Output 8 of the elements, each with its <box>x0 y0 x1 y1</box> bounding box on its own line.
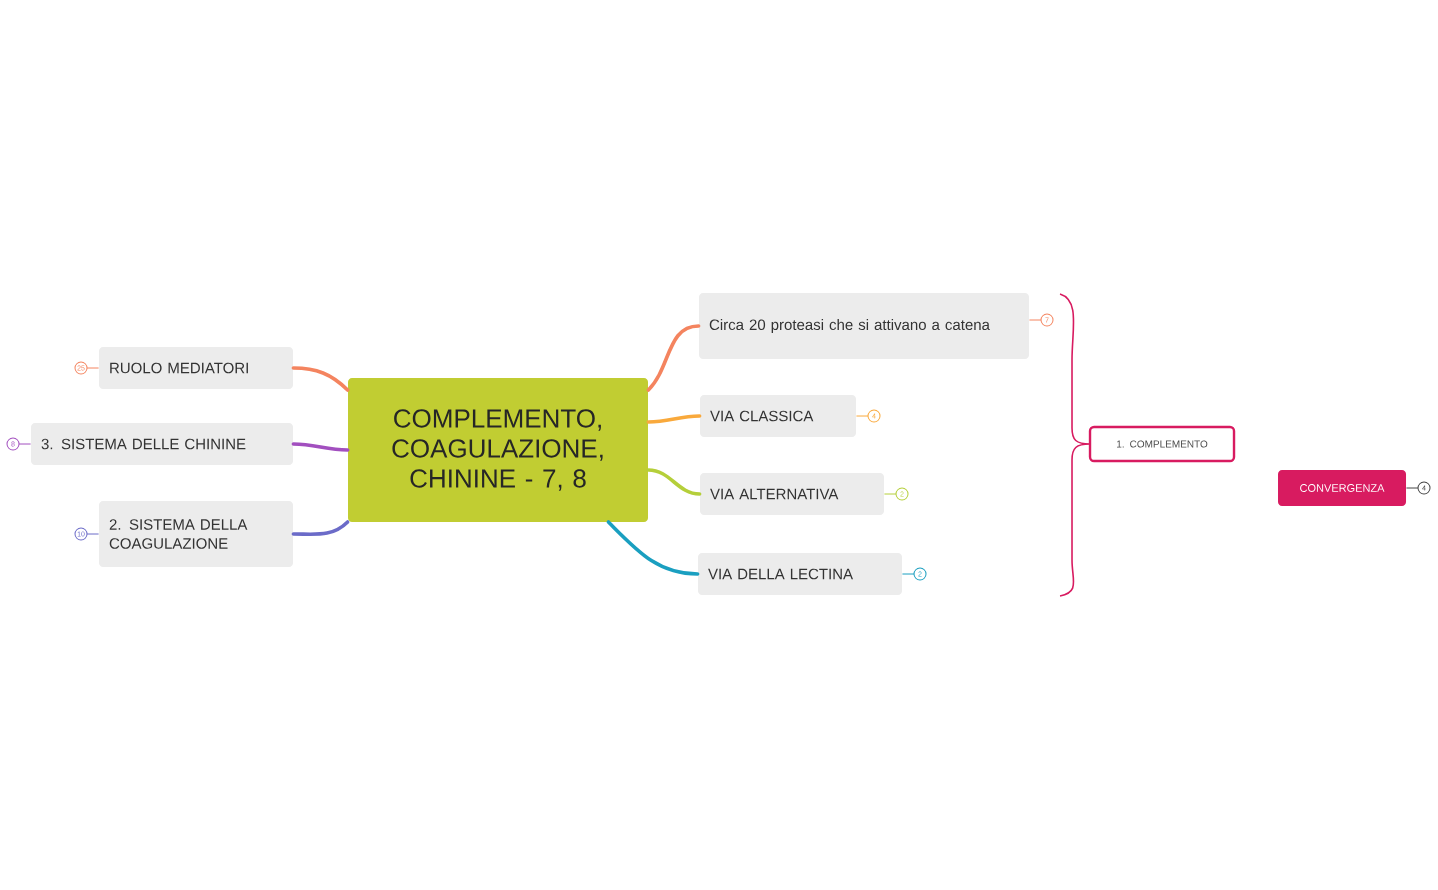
branch-line <box>646 468 702 496</box>
branch-line <box>291 520 350 537</box>
branch-line <box>646 324 701 392</box>
branch-line <box>646 414 702 424</box>
branch-line <box>291 442 350 452</box>
branch-line <box>606 520 700 576</box>
central-topic-box: COMPLEMENTO, COAGULAZIONE, CHININE - 7, 8 <box>348 378 648 522</box>
branch-line <box>291 366 350 392</box>
